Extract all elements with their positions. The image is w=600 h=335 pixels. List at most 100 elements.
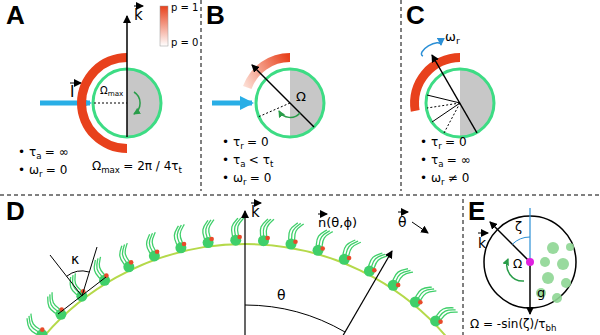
- label-line: k: [478, 236, 486, 250]
- label-line: Ω: [296, 90, 306, 103]
- math-label: k: [251, 203, 260, 221]
- ciliated-cell: [27, 314, 47, 335]
- panel-d-illustration-part: [245, 305, 345, 332]
- basal-body: [396, 283, 401, 288]
- math-label: = ∞: [45, 145, 69, 159]
- ciliated-cell: [48, 292, 67, 320]
- panel-e-illustration-part: [529, 208, 530, 262]
- math-label: • τ: [222, 153, 240, 167]
- ciliated-cell: [339, 240, 361, 265]
- panel-c-illustration-part: [460, 69, 494, 137]
- math-label: < τ: [249, 153, 270, 167]
- ciliated-cell: [430, 308, 458, 327]
- label-line: • τr= 0: [222, 136, 269, 148]
- panel-b-illustration-part: [212, 101, 252, 106]
- label-line: θ: [398, 215, 407, 229]
- panel-d-illustration-part: [398, 212, 408, 213]
- panel-a-illustration-part: [94, 103, 127, 104]
- panel-letter: D: [6, 198, 25, 224]
- panel-c-illustration-part: [444, 103, 460, 133]
- math-label: • ω: [18, 163, 39, 177]
- label-line: g: [537, 286, 545, 299]
- panel-c-illustration-part: [426, 69, 494, 137]
- math-label: p = 0: [171, 37, 198, 48]
- cilium: [266, 219, 274, 237]
- label-line: • ωr≠ 0: [420, 172, 469, 184]
- cilium: [295, 224, 304, 241]
- math-label: g: [537, 285, 545, 300]
- math-label: C: [406, 0, 425, 30]
- label-line: • ωr= 0: [222, 172, 271, 184]
- cilium: [99, 257, 105, 275]
- basal-body: [182, 242, 187, 247]
- math-label: Ω: [100, 85, 108, 96]
- label-line: k: [251, 205, 260, 220]
- label-line: Ω = -sin(ζ)/τbh: [470, 318, 557, 330]
- label-line: • τa< τt: [222, 154, 273, 166]
- math-label: = ∞: [447, 153, 471, 167]
- math-label: E: [468, 196, 485, 226]
- label-line: θ: [277, 288, 286, 302]
- subscript-label: bh: [546, 323, 557, 333]
- math-label: θ: [277, 287, 286, 303]
- subscript-label: a: [438, 159, 443, 169]
- panel-d-illustration-part: [58, 277, 106, 314]
- panel-e-illustration-part-part: [566, 243, 574, 251]
- label-line: • ωr= 0: [18, 164, 67, 176]
- math-label: Ω: [92, 159, 101, 173]
- cilium: [180, 224, 184, 243]
- subscript-label: r: [441, 177, 445, 187]
- basal-body: [104, 273, 109, 278]
- cilium: [52, 292, 60, 309]
- label-line: ζ: [515, 220, 522, 233]
- cilium: [398, 272, 413, 284]
- cilium: [441, 312, 458, 320]
- ciliated-cells: [27, 218, 458, 335]
- panel-e-illustration-part: [529, 262, 531, 314]
- subscript-label: t: [270, 159, 273, 169]
- math-label: = 0: [247, 135, 269, 149]
- cilium: [209, 220, 214, 239]
- cell-body: [175, 242, 186, 253]
- panel-b-illustration-part: [258, 103, 290, 117]
- cilium: [152, 232, 156, 251]
- panel-b-illustration-part: [290, 69, 324, 137]
- panel-e-illustration-part-part: [542, 272, 554, 284]
- basal-body: [237, 235, 242, 240]
- panel-e-illustration-part-part: [540, 257, 550, 267]
- cell-body: [149, 250, 160, 261]
- math-label: p = 1: [171, 2, 198, 13]
- label-line: Ωmax= 2π / 4τt: [92, 160, 182, 172]
- basal-body: [129, 260, 134, 265]
- panel-d-illustration-part: [244, 211, 245, 335]
- panel-letter: C: [406, 2, 425, 28]
- math-label: • τ: [222, 135, 240, 149]
- subscript-label: r: [456, 35, 460, 46]
- panel-d-illustration-part: [67, 271, 90, 276]
- math-label: B: [206, 0, 225, 30]
- math-label: • ω: [420, 171, 441, 185]
- ciliated-cell: [313, 230, 333, 256]
- label-line: • τa= ∞: [420, 154, 471, 166]
- math-label: κ: [71, 251, 79, 267]
- panel-letter: B: [206, 2, 225, 28]
- basal-body: [372, 268, 377, 273]
- subscript-label: r: [438, 141, 442, 151]
- cell-body: [230, 235, 241, 246]
- ciliated-cell: [410, 287, 437, 307]
- basal-body: [320, 246, 325, 251]
- panel-d-illustration-part: [318, 214, 327, 215]
- panel-c-illustration-part: [426, 69, 494, 137]
- basal-body: [438, 319, 443, 324]
- cilium: [420, 291, 436, 301]
- math-label: • τ: [420, 135, 438, 149]
- panel-e-illustration-part-part: [552, 293, 562, 303]
- basal-body: [40, 327, 45, 332]
- panel-c-illustration: [410, 43, 494, 137]
- basal-body: [209, 237, 214, 242]
- math-label: k: [134, 6, 143, 24]
- basal-body: [347, 256, 352, 261]
- panel-c-illustration-part: [421, 43, 441, 56]
